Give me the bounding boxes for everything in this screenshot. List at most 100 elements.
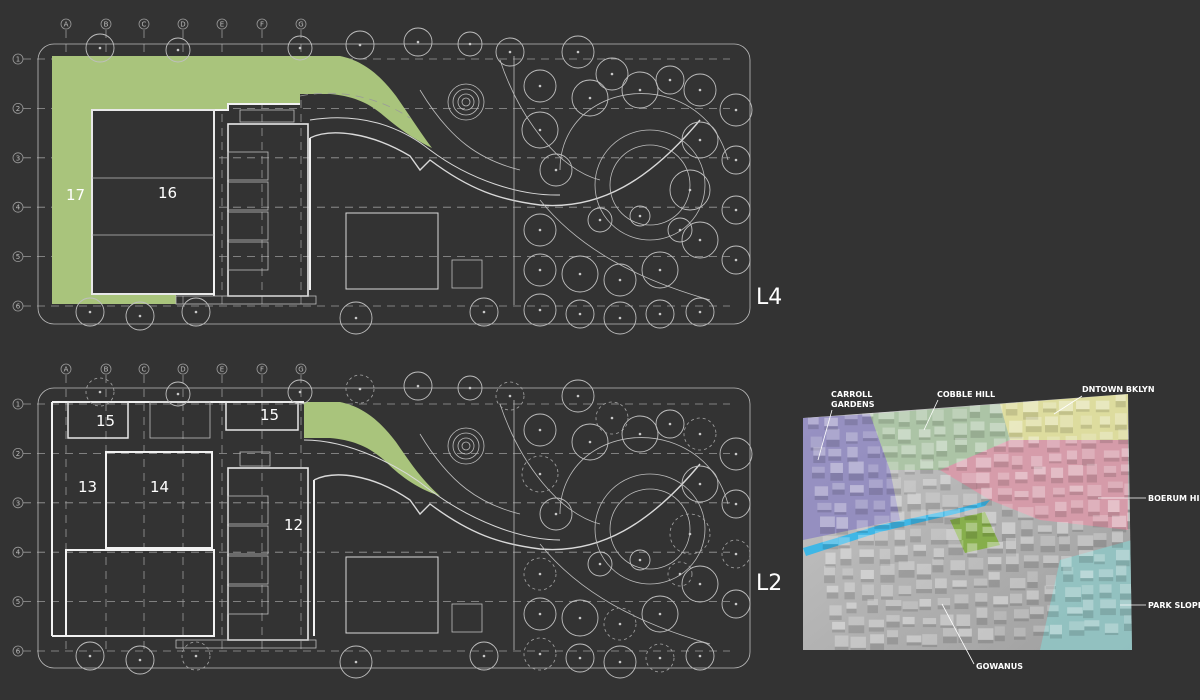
building-block xyxy=(964,508,978,516)
building-shadow xyxy=(859,556,874,564)
building-block xyxy=(1124,483,1132,496)
tree-icon xyxy=(681,221,719,259)
deck-edge xyxy=(309,119,701,207)
building-block xyxy=(1005,401,1018,410)
building-shadow xyxy=(954,603,969,610)
building-block xyxy=(1088,499,1100,512)
tree-trunk-icon xyxy=(538,428,542,432)
building-block xyxy=(1013,627,1026,637)
building-block xyxy=(1027,571,1038,583)
building-block xyxy=(940,614,954,626)
building-block xyxy=(894,530,906,540)
building-block xyxy=(1077,535,1094,546)
grid-label-F: F xyxy=(260,21,264,29)
tree-trunk-icon xyxy=(98,390,102,394)
building-shadow xyxy=(906,642,922,646)
building-block xyxy=(1072,520,1084,530)
building-shadow xyxy=(1107,487,1123,493)
tree-icon xyxy=(495,381,525,411)
building-shadow xyxy=(1115,575,1127,582)
grid-bubble-1 xyxy=(12,398,24,410)
grid-bubble-E xyxy=(216,363,228,375)
label-carroll-gardens-2: GARDENS xyxy=(831,400,875,409)
green-roof-l2 xyxy=(304,402,440,496)
site-boundary xyxy=(37,387,751,669)
tree-icon xyxy=(125,301,155,331)
building-shadow xyxy=(1114,424,1127,431)
building-block xyxy=(936,440,948,452)
building-block xyxy=(834,635,849,647)
tree-icon xyxy=(655,65,685,95)
building-shadow xyxy=(934,588,947,594)
building-shadow xyxy=(1093,539,1107,548)
building-shadow xyxy=(1033,474,1046,482)
building-block xyxy=(982,526,995,534)
building-shadow xyxy=(1070,507,1084,514)
building-shadow xyxy=(832,489,845,495)
building-shadow xyxy=(807,424,819,430)
building-block xyxy=(886,615,900,622)
building-block xyxy=(859,549,874,557)
building-block xyxy=(1119,599,1132,609)
tree-icon xyxy=(667,561,693,587)
room-13-label: 13 xyxy=(78,478,97,496)
courtyard xyxy=(345,212,439,290)
tree-icon xyxy=(681,121,719,159)
building-shadow xyxy=(862,438,878,442)
building-shadow xyxy=(1139,630,1153,634)
tree-trunk-icon xyxy=(538,308,542,312)
building-shadow xyxy=(913,550,926,557)
building-shadow xyxy=(1023,412,1039,420)
building-block xyxy=(1103,465,1117,473)
building-shadow xyxy=(975,452,987,455)
stall xyxy=(227,525,269,555)
building-shadow xyxy=(1084,626,1100,631)
building-shadow xyxy=(938,467,949,471)
grid-bubble-2 xyxy=(12,103,24,114)
building-shadow xyxy=(976,617,988,625)
building-block xyxy=(930,528,947,540)
building-block xyxy=(993,611,1007,620)
building-shadow xyxy=(1104,632,1119,636)
building-block xyxy=(1009,593,1023,604)
building-block xyxy=(1115,549,1130,561)
building-block xyxy=(862,431,878,439)
building-shadow xyxy=(1072,529,1084,532)
trees-l4 xyxy=(75,27,753,335)
building-shadow xyxy=(1127,509,1132,512)
tree-icon xyxy=(587,207,613,233)
building-shadow xyxy=(1092,521,1109,528)
grid-bubble-B xyxy=(100,363,112,375)
building-block xyxy=(970,421,985,431)
building-block xyxy=(1099,584,1112,593)
fountain xyxy=(447,83,485,121)
tree-trunk-icon xyxy=(658,656,662,660)
tree-icon xyxy=(539,153,573,187)
tree-trunk-icon xyxy=(734,452,738,456)
tree-icon xyxy=(565,299,595,329)
tree-icon xyxy=(587,551,613,577)
building-block xyxy=(1044,585,1056,595)
building-shadow xyxy=(1136,592,1147,597)
building-shadow xyxy=(1099,439,1113,444)
building-shadow xyxy=(886,473,899,480)
grid-label-G: G xyxy=(298,21,303,29)
grid-bubble-D xyxy=(177,363,189,375)
tree-icon xyxy=(565,643,595,673)
building-block xyxy=(880,563,895,575)
building-shadow xyxy=(1055,511,1067,518)
building-block xyxy=(1081,433,1097,444)
building-shadow xyxy=(867,453,881,459)
building-block xyxy=(976,607,988,618)
tree-trunk-icon xyxy=(508,394,512,398)
tree-icon xyxy=(287,379,313,405)
deck-edge xyxy=(313,463,701,551)
tree-icon xyxy=(603,301,637,335)
tree-icon xyxy=(287,35,313,61)
tree-icon xyxy=(181,297,211,327)
building-shadow xyxy=(840,558,852,566)
building-block xyxy=(1009,578,1026,589)
building-shadow xyxy=(901,454,916,458)
building-shadow xyxy=(1065,597,1082,602)
